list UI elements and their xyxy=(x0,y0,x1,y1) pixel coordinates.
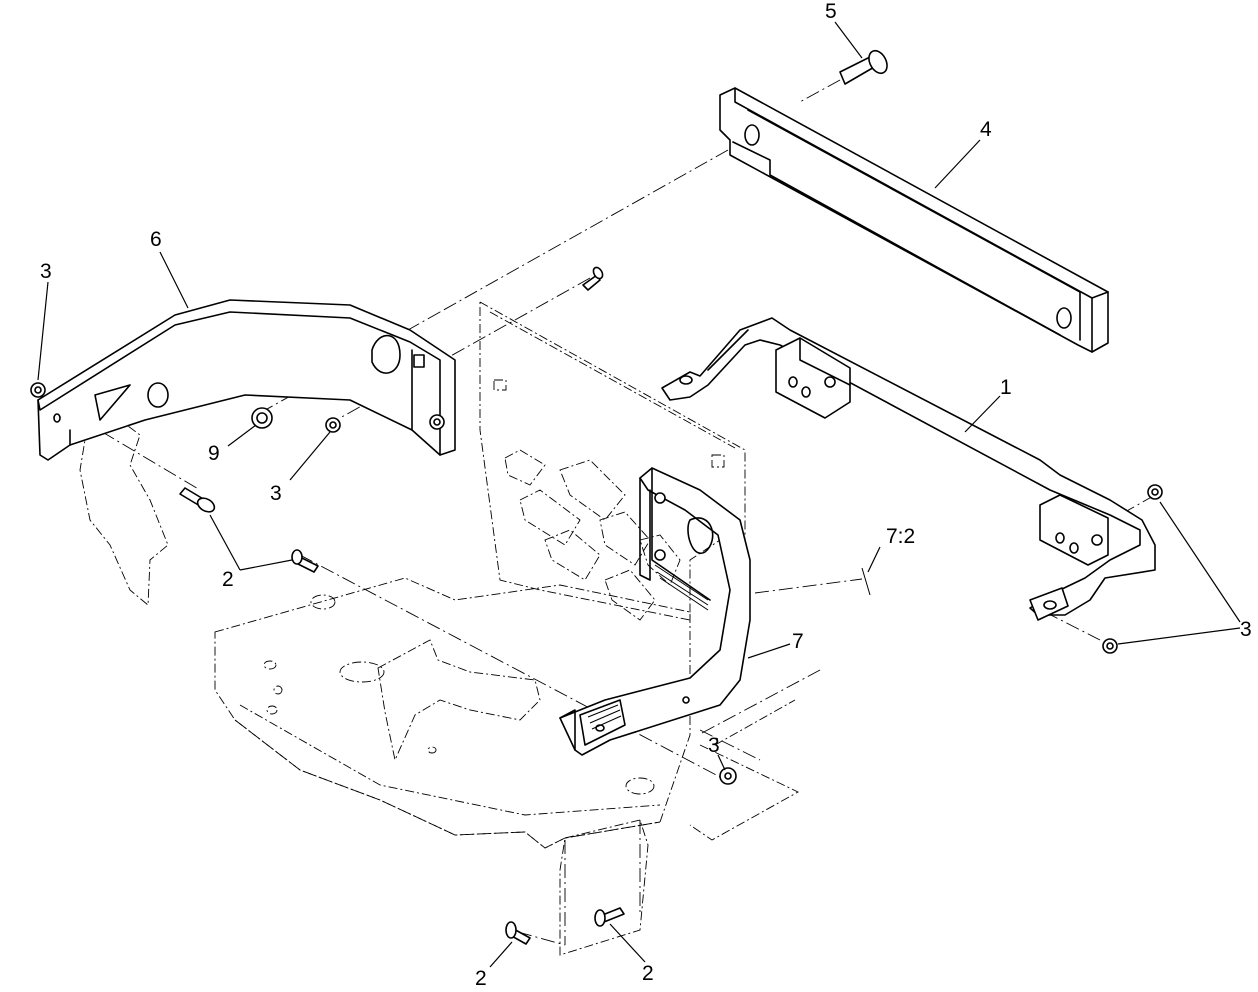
callout-labels: 5 4 6 3 9 3 1 7:2 7 3 2 3 2 2 xyxy=(40,0,1252,990)
callout-3-right: 3 xyxy=(1240,618,1252,641)
callout-7-2: 7:2 xyxy=(886,525,915,548)
callout-2-bottom-right: 2 xyxy=(642,962,654,985)
callout-3-far-left: 3 xyxy=(40,260,52,283)
callout-5: 5 xyxy=(825,0,837,23)
nut-3-center xyxy=(719,767,737,785)
callout-2-left: 2 xyxy=(222,568,234,591)
part-7-front-bracket xyxy=(559,467,751,756)
nut-3-left xyxy=(30,382,46,398)
part-6-left-bracket xyxy=(37,299,456,461)
callout-3-mid-left: 3 xyxy=(270,482,282,505)
callout-2-bottom-left: 2 xyxy=(475,967,487,990)
nut-9 xyxy=(251,407,273,429)
callout-6: 6 xyxy=(150,228,162,251)
part-1-tube-frame xyxy=(661,317,1156,621)
leader-lines xyxy=(37,21,1241,968)
callout-3-center: 3 xyxy=(708,734,720,757)
nut-3-mid xyxy=(325,417,341,433)
callout-9: 9 xyxy=(208,442,220,465)
part-5-bolt xyxy=(839,49,888,85)
callout-1: 1 xyxy=(1000,376,1012,399)
nut-3-right-upper xyxy=(1147,484,1163,500)
callout-7: 7 xyxy=(792,630,804,653)
phantom-frame xyxy=(79,301,799,956)
part-4-channel-bar xyxy=(719,87,1109,353)
nut-3-right-lower xyxy=(1102,638,1118,654)
callout-4: 4 xyxy=(980,118,992,141)
hardware xyxy=(30,266,1163,945)
